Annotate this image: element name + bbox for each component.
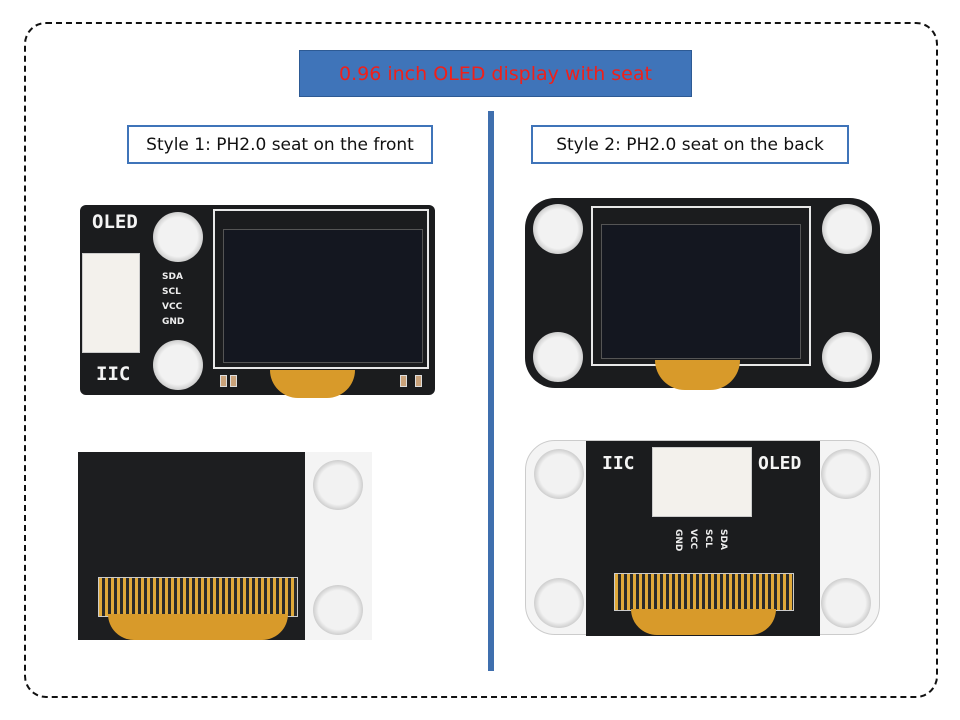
pin-label: SDA bbox=[718, 529, 728, 550]
oled-screen bbox=[601, 224, 801, 359]
style2-front-board bbox=[525, 198, 880, 390]
mount-hole bbox=[153, 340, 203, 390]
style2-back-board: IIC OLED GND VCC SCL SDA bbox=[525, 440, 880, 636]
pin-label: GND bbox=[673, 529, 683, 552]
dashed-border bbox=[24, 22, 938, 698]
mount-hole bbox=[821, 578, 871, 628]
pin-label: VCC bbox=[688, 529, 698, 550]
page-title: 0.96 inch OLED display with seat bbox=[299, 50, 692, 97]
iic-label: IIC bbox=[602, 453, 635, 474]
fpc-connector bbox=[98, 577, 298, 617]
style1-front-board: OLED IIC SDA SCL VCC GND bbox=[80, 205, 435, 398]
style2-label: Style 2: PH2.0 seat on the back bbox=[531, 125, 849, 164]
style1-label: Style 1: PH2.0 seat on the front bbox=[127, 125, 433, 164]
pin-label: SDA bbox=[162, 272, 183, 282]
fpc-connector bbox=[614, 573, 794, 611]
mount-hole bbox=[153, 212, 203, 262]
flex-cable bbox=[270, 370, 355, 398]
mount-hole bbox=[533, 204, 583, 254]
pin-label: VCC bbox=[162, 302, 183, 312]
smd-component bbox=[220, 375, 227, 387]
screen-outline bbox=[213, 209, 429, 369]
pin-label: SCL bbox=[703, 529, 713, 548]
mount-hole bbox=[313, 585, 363, 635]
smd-component bbox=[400, 375, 407, 387]
mount-hole bbox=[533, 332, 583, 382]
mount-hole bbox=[821, 449, 871, 499]
oled-label: OLED bbox=[92, 211, 138, 233]
white-strip bbox=[305, 452, 372, 640]
oled-label: OLED bbox=[758, 453, 802, 474]
pin-label: GND bbox=[162, 317, 185, 327]
pin-label: SCL bbox=[162, 287, 181, 297]
flex-cable bbox=[655, 360, 740, 390]
mount-hole bbox=[534, 449, 584, 499]
mount-hole bbox=[534, 578, 584, 628]
smd-component bbox=[415, 375, 422, 387]
flex-cable bbox=[108, 614, 288, 640]
ph20-connector bbox=[82, 253, 140, 353]
smd-component bbox=[230, 375, 237, 387]
oled-screen bbox=[223, 229, 423, 363]
mount-hole bbox=[822, 204, 872, 254]
flex-cable bbox=[631, 609, 776, 635]
ph20-connector bbox=[652, 447, 752, 517]
divider bbox=[488, 111, 494, 671]
iic-label: IIC bbox=[96, 363, 131, 385]
mount-hole bbox=[313, 460, 363, 510]
mount-hole bbox=[822, 332, 872, 382]
style1-back-board bbox=[78, 452, 305, 640]
